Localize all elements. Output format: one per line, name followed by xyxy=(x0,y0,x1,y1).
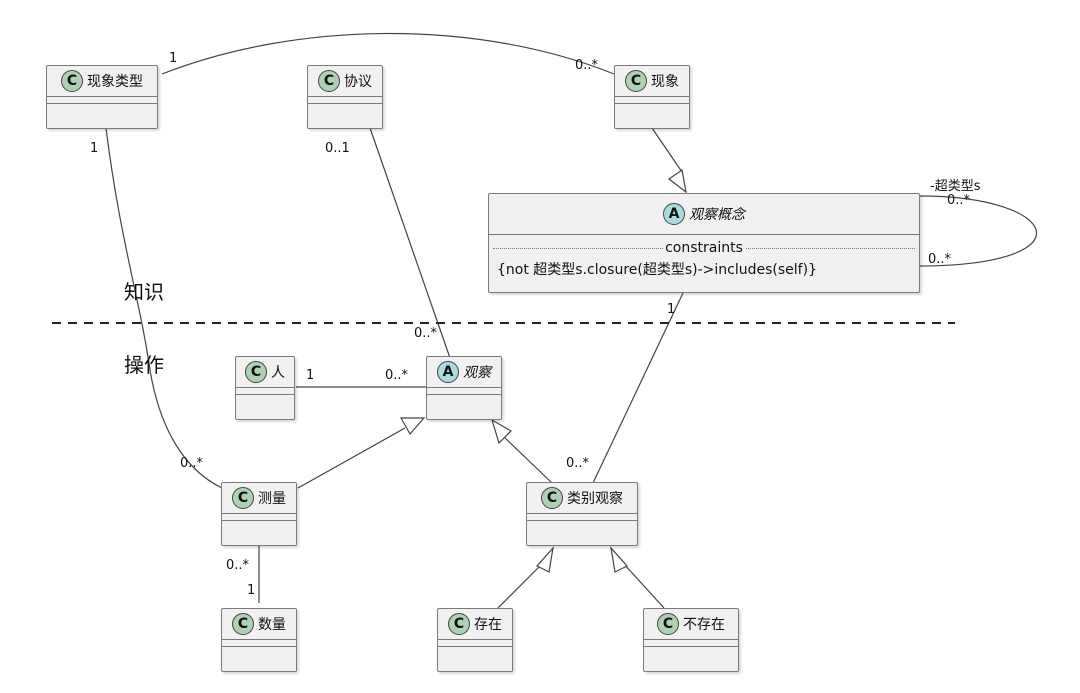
class-c-icon: C xyxy=(657,613,679,635)
class-c-icon: C xyxy=(232,487,254,509)
package-label-operation: 操作 xyxy=(124,353,164,377)
abstract-a-icon: A xyxy=(663,203,685,225)
multiplicity-label: 0..* xyxy=(566,456,590,471)
multiplicity-label: 1 xyxy=(306,368,315,383)
role-label: -超类型s xyxy=(930,179,981,194)
multiplicity-label: 1 xyxy=(247,583,256,598)
arrowhead-to-concept xyxy=(667,168,687,194)
assoc-protocol-observation xyxy=(369,127,451,359)
multiplicity-label: 0..* xyxy=(414,326,438,341)
multiplicity-label: 0..* xyxy=(575,58,599,73)
class-c-icon: C xyxy=(245,361,267,383)
gen-categoryobservation-observation xyxy=(503,436,553,484)
class-name: 现象类型 xyxy=(87,74,143,90)
assoc-phenomenontype-phenomenon xyxy=(161,32,615,75)
class-name: 类别观察 xyxy=(567,491,623,507)
gen-presence-categoryobservation xyxy=(497,562,544,609)
arrowhead-to-categoryobs-left xyxy=(536,546,554,573)
class-name: 观察概念 xyxy=(689,207,745,223)
class-c-icon: C xyxy=(448,613,470,635)
class-name: 观察 xyxy=(463,365,491,381)
class-c-icon: C xyxy=(232,613,254,635)
class-name: 协议 xyxy=(344,74,372,90)
multiplicity-label: 0..* xyxy=(180,456,204,471)
multiplicity-label: 1 xyxy=(169,51,178,66)
multiplicity-label: 1 xyxy=(90,141,99,156)
arrowhead-to-observation-right xyxy=(490,418,512,445)
multiplicity-label: 0..* xyxy=(947,193,971,208)
class-c-icon: C xyxy=(318,70,340,92)
gen-absence-categoryobservation xyxy=(622,562,665,609)
class-c-icon: C xyxy=(541,487,563,509)
package-label-knowledge: 知识 xyxy=(124,280,164,304)
abstract-a-icon: A xyxy=(437,361,459,383)
multiplicity-label: 0..* xyxy=(928,252,952,267)
gen-phenomenon-concept xyxy=(651,127,683,173)
arrowhead-to-categoryobs-right xyxy=(610,546,628,573)
self-assoc-supertypes xyxy=(919,195,1037,267)
class-c-icon: C xyxy=(625,70,647,92)
class-c-icon: C xyxy=(61,70,83,92)
class-name: 存在 xyxy=(474,617,502,633)
constraints-section-title: constraints xyxy=(663,240,745,256)
class-name: 人 xyxy=(271,365,285,381)
multiplicity-label: 0..* xyxy=(385,368,409,383)
multiplicity-label: 1 xyxy=(667,302,676,317)
multiplicity-label: 0..1 xyxy=(325,141,350,156)
assoc-concept-categoryobservation xyxy=(592,292,684,484)
class-name: 数量 xyxy=(258,617,286,633)
assoc-phenomenontype-measurement xyxy=(105,127,223,489)
class-name: 现象 xyxy=(651,74,679,90)
constraint-text: {not 超类型s.closure(超类型s)->includes(self)} xyxy=(497,262,817,278)
multiplicity-label: 0..* xyxy=(226,558,250,573)
gen-measurement-observation xyxy=(297,427,406,489)
arrowhead-to-observation-left xyxy=(399,417,426,436)
class-name: 测量 xyxy=(258,491,286,507)
class-name: 不存在 xyxy=(683,617,725,633)
